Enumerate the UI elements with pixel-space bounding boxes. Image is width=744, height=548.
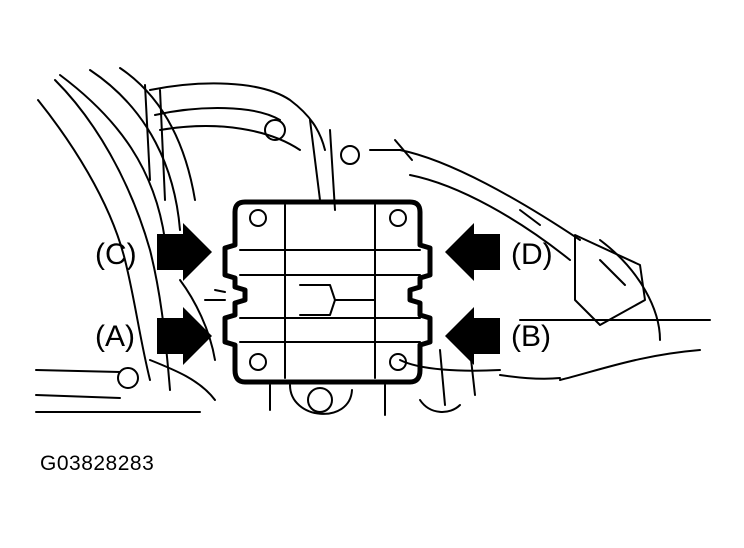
arrow-d (445, 223, 500, 281)
arrow-c (157, 223, 212, 281)
arrow-b (445, 307, 500, 365)
label-a: (A) (95, 320, 135, 353)
lower-mount (269, 384, 386, 416)
label-b: (B) (511, 320, 551, 353)
label-c: (C) (95, 238, 137, 271)
upper-bracket (144, 82, 360, 211)
spark-plug-wire (369, 139, 646, 326)
arrow-a (157, 307, 212, 365)
figure-id: G03828283 (40, 452, 155, 475)
ignition-coil (204, 199, 433, 385)
label-d: (D) (511, 238, 553, 271)
engine-background-lines (35, 67, 711, 413)
